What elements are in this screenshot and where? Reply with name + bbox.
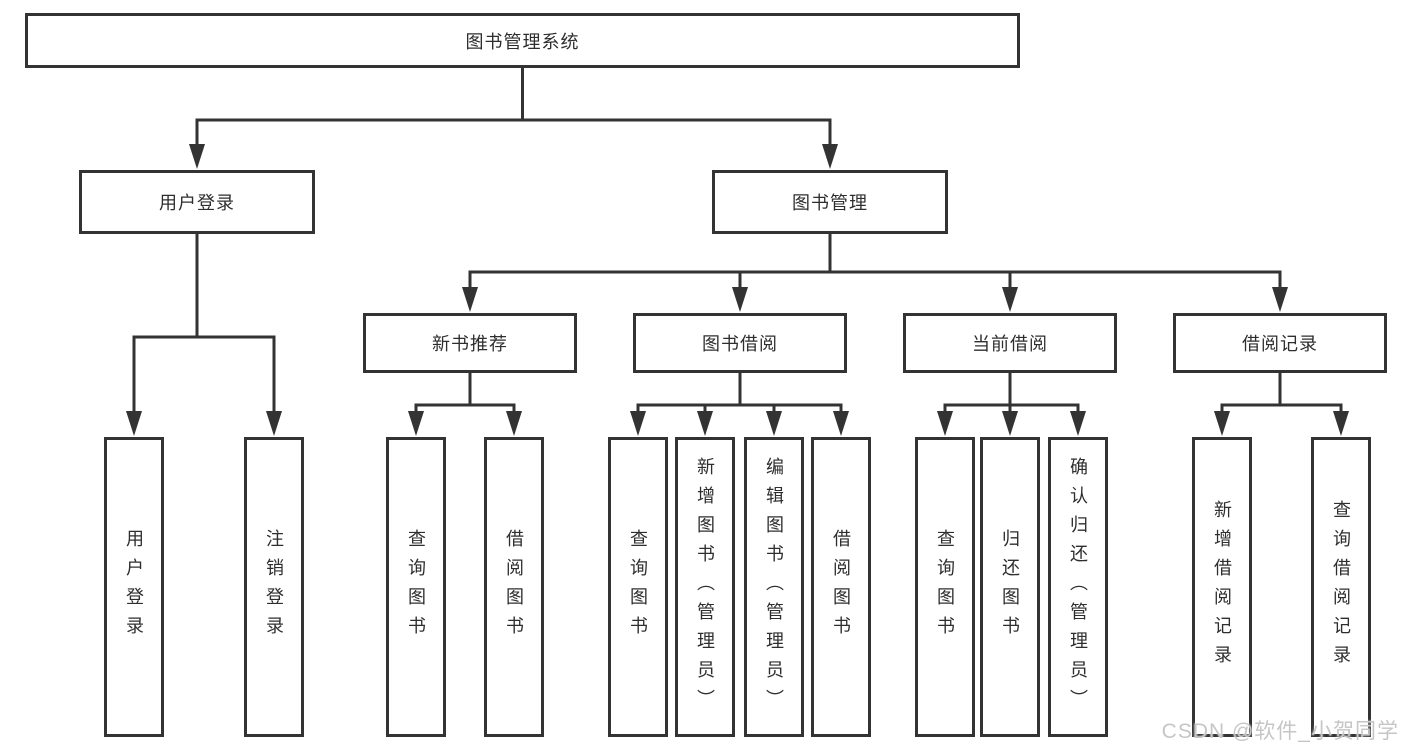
node-book-borrow: 图书借阅: [633, 313, 847, 373]
leaf-label: 归还图书: [1000, 529, 1020, 645]
node-borrow-records: 借阅记录: [1173, 313, 1387, 373]
leaf-label: 借阅图书: [504, 529, 524, 645]
leaf-label: 注销登录: [264, 529, 284, 645]
leaf-return-book: 归还图书: [980, 437, 1040, 737]
leaf-label: 新增图书（管理员）: [695, 456, 715, 718]
leaf-label: 编辑图书（管理员）: [764, 456, 784, 718]
leaf-label: 查询图书: [935, 529, 955, 645]
node-book-management: 图书管理: [712, 170, 948, 234]
leaf-user-login: 用户登录: [104, 437, 164, 737]
node-current-borrow: 当前借阅: [903, 313, 1117, 373]
leaf-query-borrow-record: 查询借阅记录: [1311, 437, 1371, 737]
leaf-add-borrow-record: 新增借阅记录: [1192, 437, 1252, 737]
node-library-management-system: 图书管理系统: [25, 13, 1020, 68]
leaf-query-books-current: 查询图书: [915, 437, 975, 737]
leaf-label: 借阅图书: [831, 529, 851, 645]
leaf-borrow-books-2: 借阅图书: [811, 437, 871, 737]
leaf-query-books-borrow: 查询图书: [608, 437, 668, 737]
node-user-login: 用户登录: [79, 170, 315, 234]
leaf-label: 查询图书: [406, 529, 426, 645]
leaf-edit-book-admin: 编辑图书（管理员）: [744, 437, 804, 737]
leaf-logout: 注销登录: [244, 437, 304, 737]
arrowheads: [126, 144, 1349, 436]
leaf-add-book-admin: 新增图书（管理员）: [675, 437, 735, 737]
leaf-label: 新增借阅记录: [1212, 500, 1232, 674]
node-new-book-recommend: 新书推荐: [363, 313, 577, 373]
leaf-label: 查询图书: [628, 529, 648, 645]
leaf-confirm-return-admin: 确认归还（管理员）: [1048, 437, 1108, 737]
leaf-query-books-recommend: 查询图书: [386, 437, 446, 737]
leaf-label: 用户登录: [124, 529, 144, 645]
leaf-label: 查询借阅记录: [1331, 500, 1351, 674]
leaf-borrow-books-recommend: 借阅图书: [484, 437, 544, 737]
watermark-text: CSDN @软件_小贺同学: [1161, 720, 1399, 743]
leaf-label: 确认归还（管理员）: [1068, 456, 1088, 718]
